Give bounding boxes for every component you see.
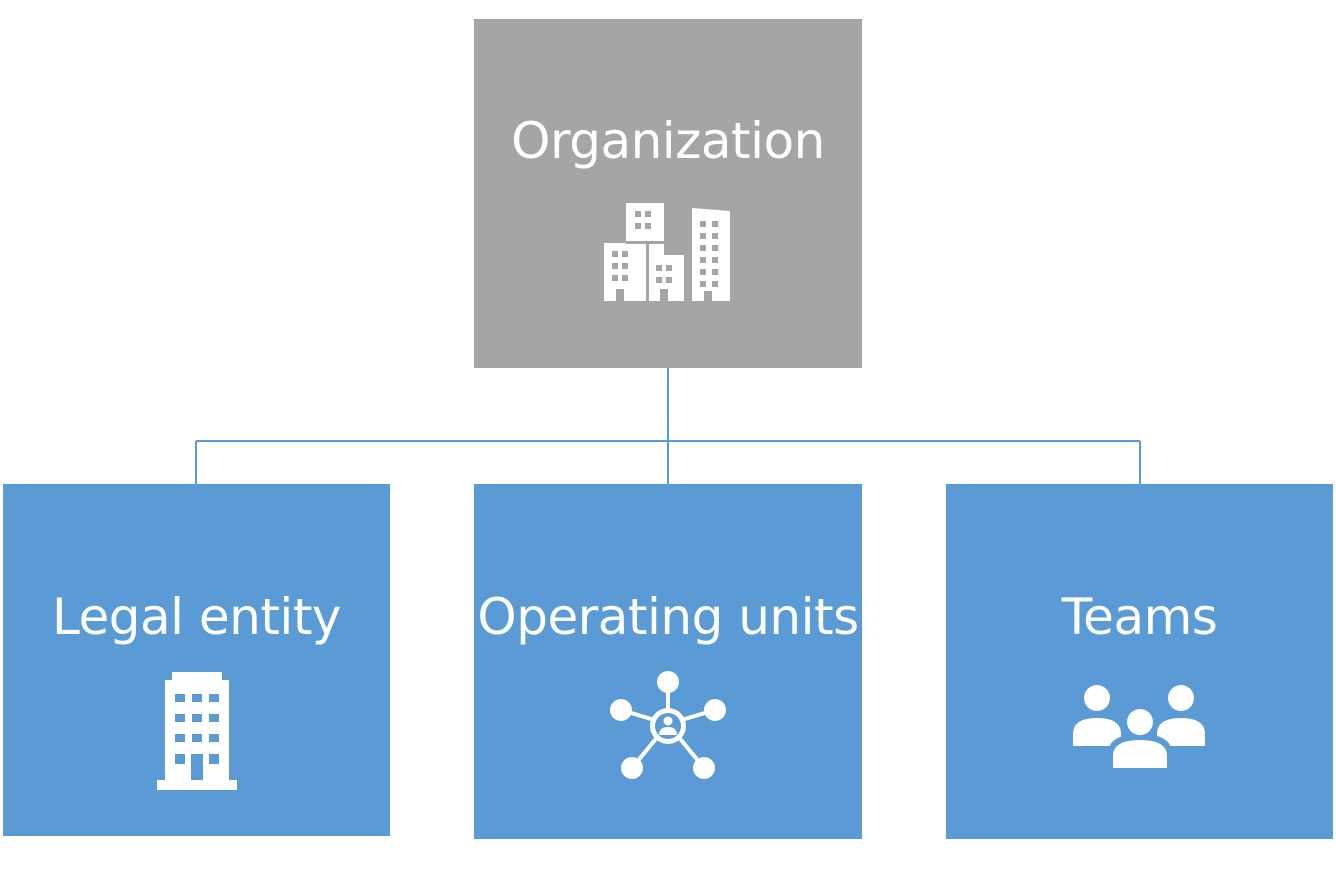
- operating-units-label: Operating units: [477, 588, 859, 646]
- office-buildings-icon: [604, 203, 730, 301]
- office-building-icon: [156, 672, 237, 790]
- operating-units-node: Operating units: [474, 484, 862, 839]
- teams-label: Teams: [1061, 588, 1218, 646]
- teams-node: Teams: [946, 484, 1333, 839]
- legal-entity-label: Legal entity: [51, 588, 342, 646]
- legal-entity-node: Legal entity: [3, 484, 390, 836]
- organization-label: Organization: [511, 112, 825, 170]
- network-hub-icon: [610, 671, 726, 779]
- people-group-icon: [1072, 685, 1205, 768]
- organization-node: Organization: [474, 19, 862, 368]
